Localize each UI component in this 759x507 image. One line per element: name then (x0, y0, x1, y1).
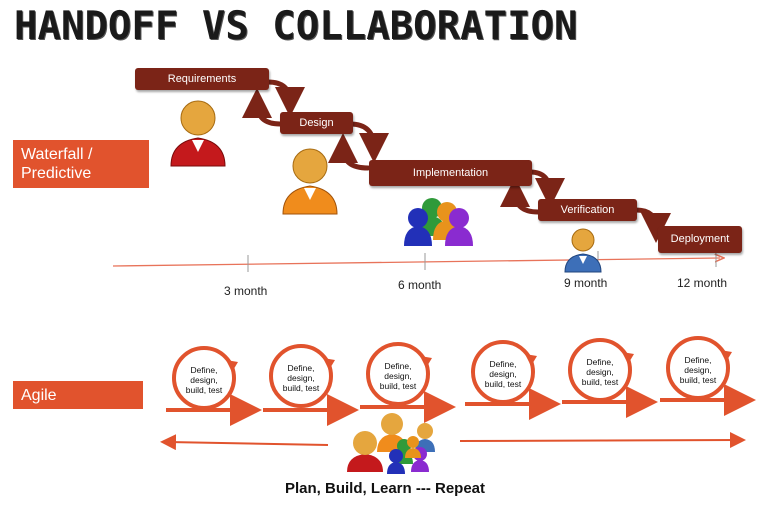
person-icon-red (170, 100, 226, 167)
team-icon (404, 198, 473, 246)
back-arrow-3 (500, 177, 541, 215)
right-long-arrow (459, 432, 746, 449)
cycle-ring-3 (366, 342, 430, 406)
agile-label: Agile (13, 381, 143, 409)
waterfall-connectors (242, 79, 671, 243)
forward-arrow-4 (633, 207, 671, 243)
waterfall-label: Waterfall / Predictive (13, 140, 149, 188)
stage-requirements: Requirements (135, 68, 269, 90)
cycle-ring-1 (172, 346, 236, 410)
left-long-arrow (160, 434, 329, 451)
month-label-9: 9 month (564, 276, 608, 290)
cycle-ring-6 (666, 336, 730, 400)
cycle-ring-4 (471, 340, 535, 404)
cycle-ring-2 (269, 344, 333, 408)
back-arrow-1 (242, 88, 283, 127)
cycle-text-6: Define,design,build, test (679, 355, 717, 385)
stage-verification: Verification (538, 199, 637, 221)
tagline: Plan, Build, Learn --- Repeat (284, 480, 486, 497)
person-icon-blue (564, 228, 602, 273)
agile-arrow-rails (166, 384, 756, 426)
timeline-axis (112, 258, 720, 267)
month-label-6: 6 month (398, 278, 442, 292)
month-label-12: 12 month (677, 276, 728, 290)
page-title: HANDOFF VS COLLABORATION (14, 4, 578, 49)
forward-arrow-1 (265, 79, 305, 117)
stage-implementation: Implementation (369, 160, 532, 186)
collaboration-team-icon (347, 413, 435, 474)
cycle-text-3: Define,design,build, test (379, 361, 417, 391)
cycle-ring-5 (568, 338, 632, 402)
month-label-3: 3 month (224, 284, 268, 298)
stage-deployment: Deployment (658, 226, 742, 253)
cycle-text-2: Define,design,build, test (282, 363, 320, 393)
stage-design: Design (280, 112, 353, 134)
cycle-text-4: Define,design,build, test (484, 359, 522, 389)
back-arrow-2 (328, 133, 371, 171)
agile-cycle-rings (172, 336, 730, 410)
cycle-text-1: Define,design,build, test (185, 365, 223, 395)
cycle-text-5: Define,design,build, test (581, 357, 619, 387)
cycle-arrowheads (226, 350, 732, 372)
person-icon-orange (282, 148, 338, 215)
forward-arrow-2 (347, 121, 389, 163)
forward-arrow-3 (527, 169, 565, 208)
